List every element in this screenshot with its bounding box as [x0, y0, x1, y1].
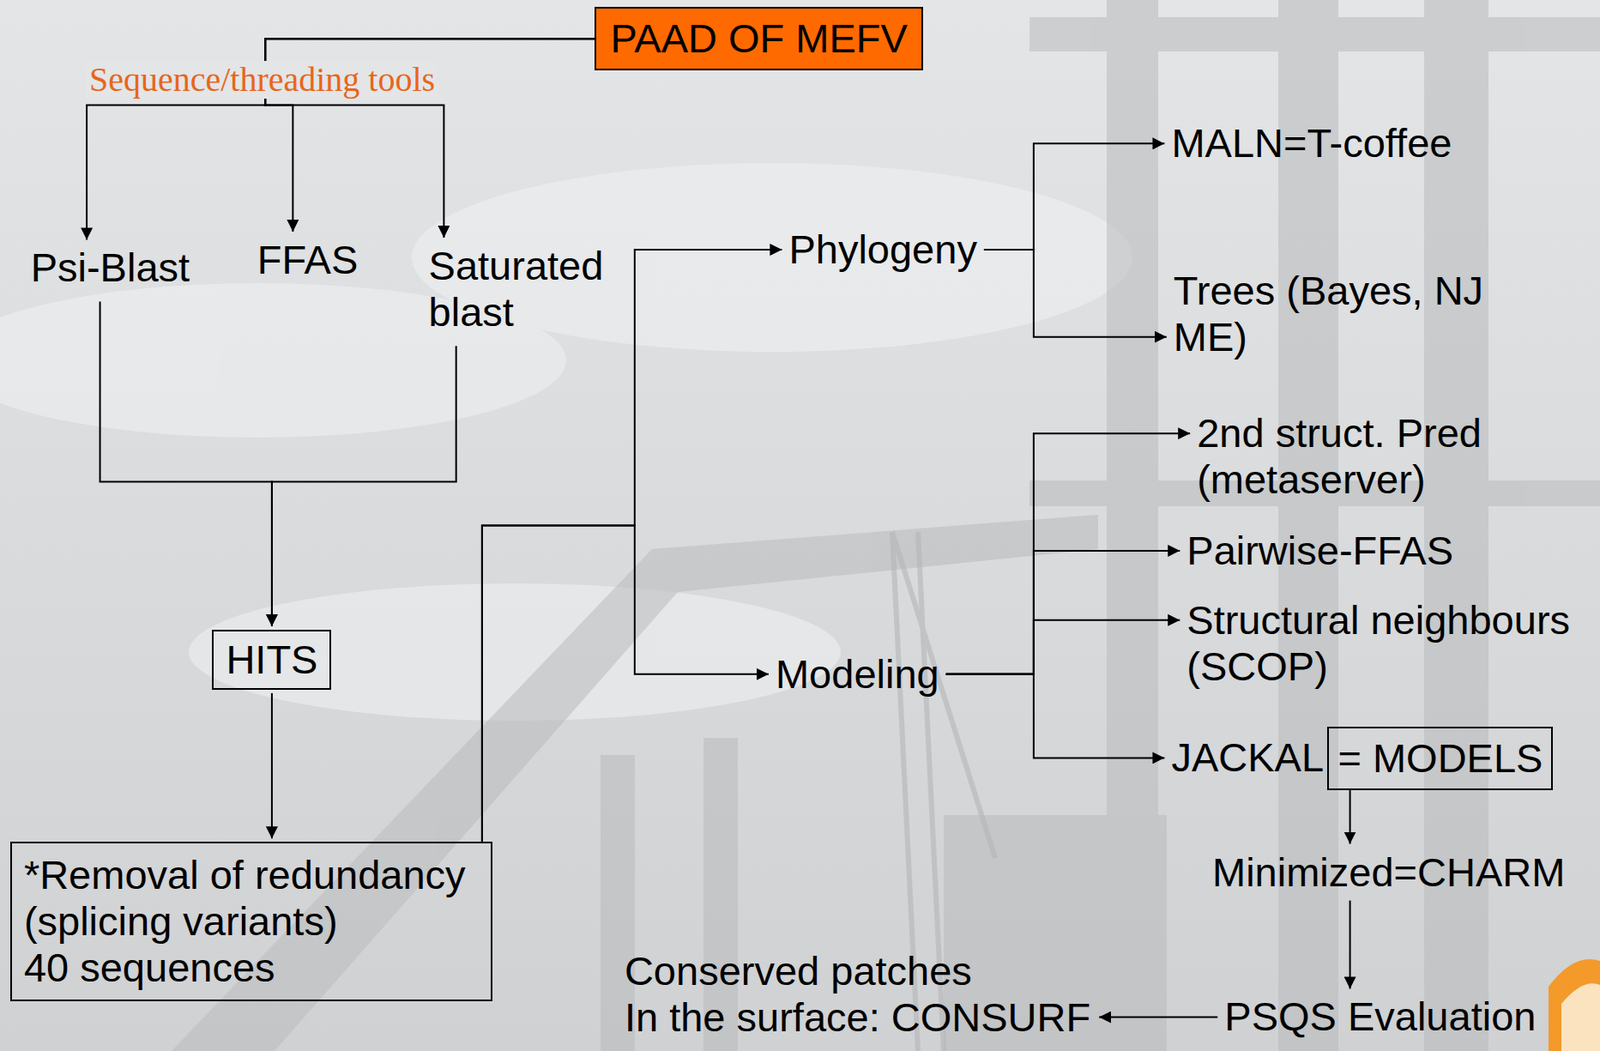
step-name: Structural neighbours (SCOP): [1186, 597, 1590, 690]
step-name: MALN=T-coffee: [1171, 120, 1452, 167]
node-text: 2nd struct. Pred (metaserver): [1196, 410, 1493, 503]
step-name: 2nd struct. Pred (metaserver): [1196, 410, 1493, 503]
beam: [1029, 17, 1600, 52]
node-text: HITS: [225, 636, 318, 683]
connector-arrow: [1098, 1016, 1218, 1019]
connector-arrow: [271, 345, 457, 627]
step-name: Trees (Bayes, NJ ME): [1173, 267, 1500, 361]
node-text: *Removal of redundancy (splicing variant…: [24, 851, 479, 945]
connector-arrow: [1349, 900, 1352, 990]
branch-name: Modeling: [775, 651, 940, 698]
result-text: Conserved patchesIn the surface: CONSURF: [624, 947, 1091, 1041]
connector-arrow: [482, 525, 769, 843]
logo-shape: [1548, 959, 1600, 1051]
node-text: Phylogeny: [788, 226, 978, 273]
step-name: Minimized=CHARM: [1212, 849, 1565, 896]
logo-shape: [1561, 983, 1600, 1051]
node-text: Trees (Bayes, NJ ME): [1173, 267, 1500, 361]
step-name: PSQS Evaluation: [1224, 993, 1536, 1040]
connector-arrow: [946, 433, 1190, 675]
bridge-deck: [171, 514, 1099, 1051]
connector-arrow: [1349, 790, 1352, 845]
connector-arrow: [946, 674, 1166, 759]
connector-arrow: [482, 249, 783, 842]
node-text: Structural neighbours (SCOP): [1186, 597, 1590, 690]
connector-arrow: [984, 249, 1167, 338]
tool-name: Psi-Blast: [30, 244, 190, 291]
step-name: Pairwise-FFAS: [1186, 527, 1454, 574]
node-text: MALN=T-coffee: [1171, 120, 1452, 167]
connector-arrow: [271, 693, 273, 839]
node-text: PAAD OF MEFV: [609, 15, 907, 62]
section-label: Sequence/threading tools: [85, 60, 439, 99]
logo: [1548, 959, 1600, 1051]
tool-name: Saturated blast: [428, 242, 627, 336]
result-box: = MODELS: [1327, 726, 1553, 791]
node-text: Psi-Blast: [30, 244, 190, 291]
node-text: PSQS Evaluation: [1224, 993, 1536, 1040]
process-box: HITS: [211, 629, 332, 690]
node-text: = MODELS: [1337, 735, 1543, 782]
branch-name: Phylogeny: [788, 226, 978, 273]
node-text: In the surface: CONSURF: [624, 994, 1091, 1041]
connector-arrow: [984, 143, 1166, 250]
step-name: JACKAL: [1171, 734, 1324, 781]
node-text: Pairwise-FFAS: [1186, 527, 1454, 574]
connector-arrow: [946, 550, 1181, 675]
node-text: 40 sequences: [24, 944, 479, 991]
tool-name: FFAS: [257, 236, 359, 284]
process-box: *Removal of redundancy (splicing variant…: [10, 841, 493, 1002]
node-text: FFAS: [257, 236, 359, 284]
clouds: [0, 163, 1133, 721]
title-box: PAAD OF MEFV: [594, 6, 923, 71]
node-text: Conserved patches: [624, 947, 1091, 995]
node-text: Modeling: [775, 651, 940, 698]
connector-arrow: [946, 620, 1181, 675]
cloud: [411, 163, 1133, 352]
node-text: JACKAL: [1171, 734, 1324, 781]
node-text: Minimized=CHARM: [1212, 849, 1565, 896]
connector-arrow: [100, 301, 272, 627]
node-text: Saturated blast: [428, 242, 627, 336]
